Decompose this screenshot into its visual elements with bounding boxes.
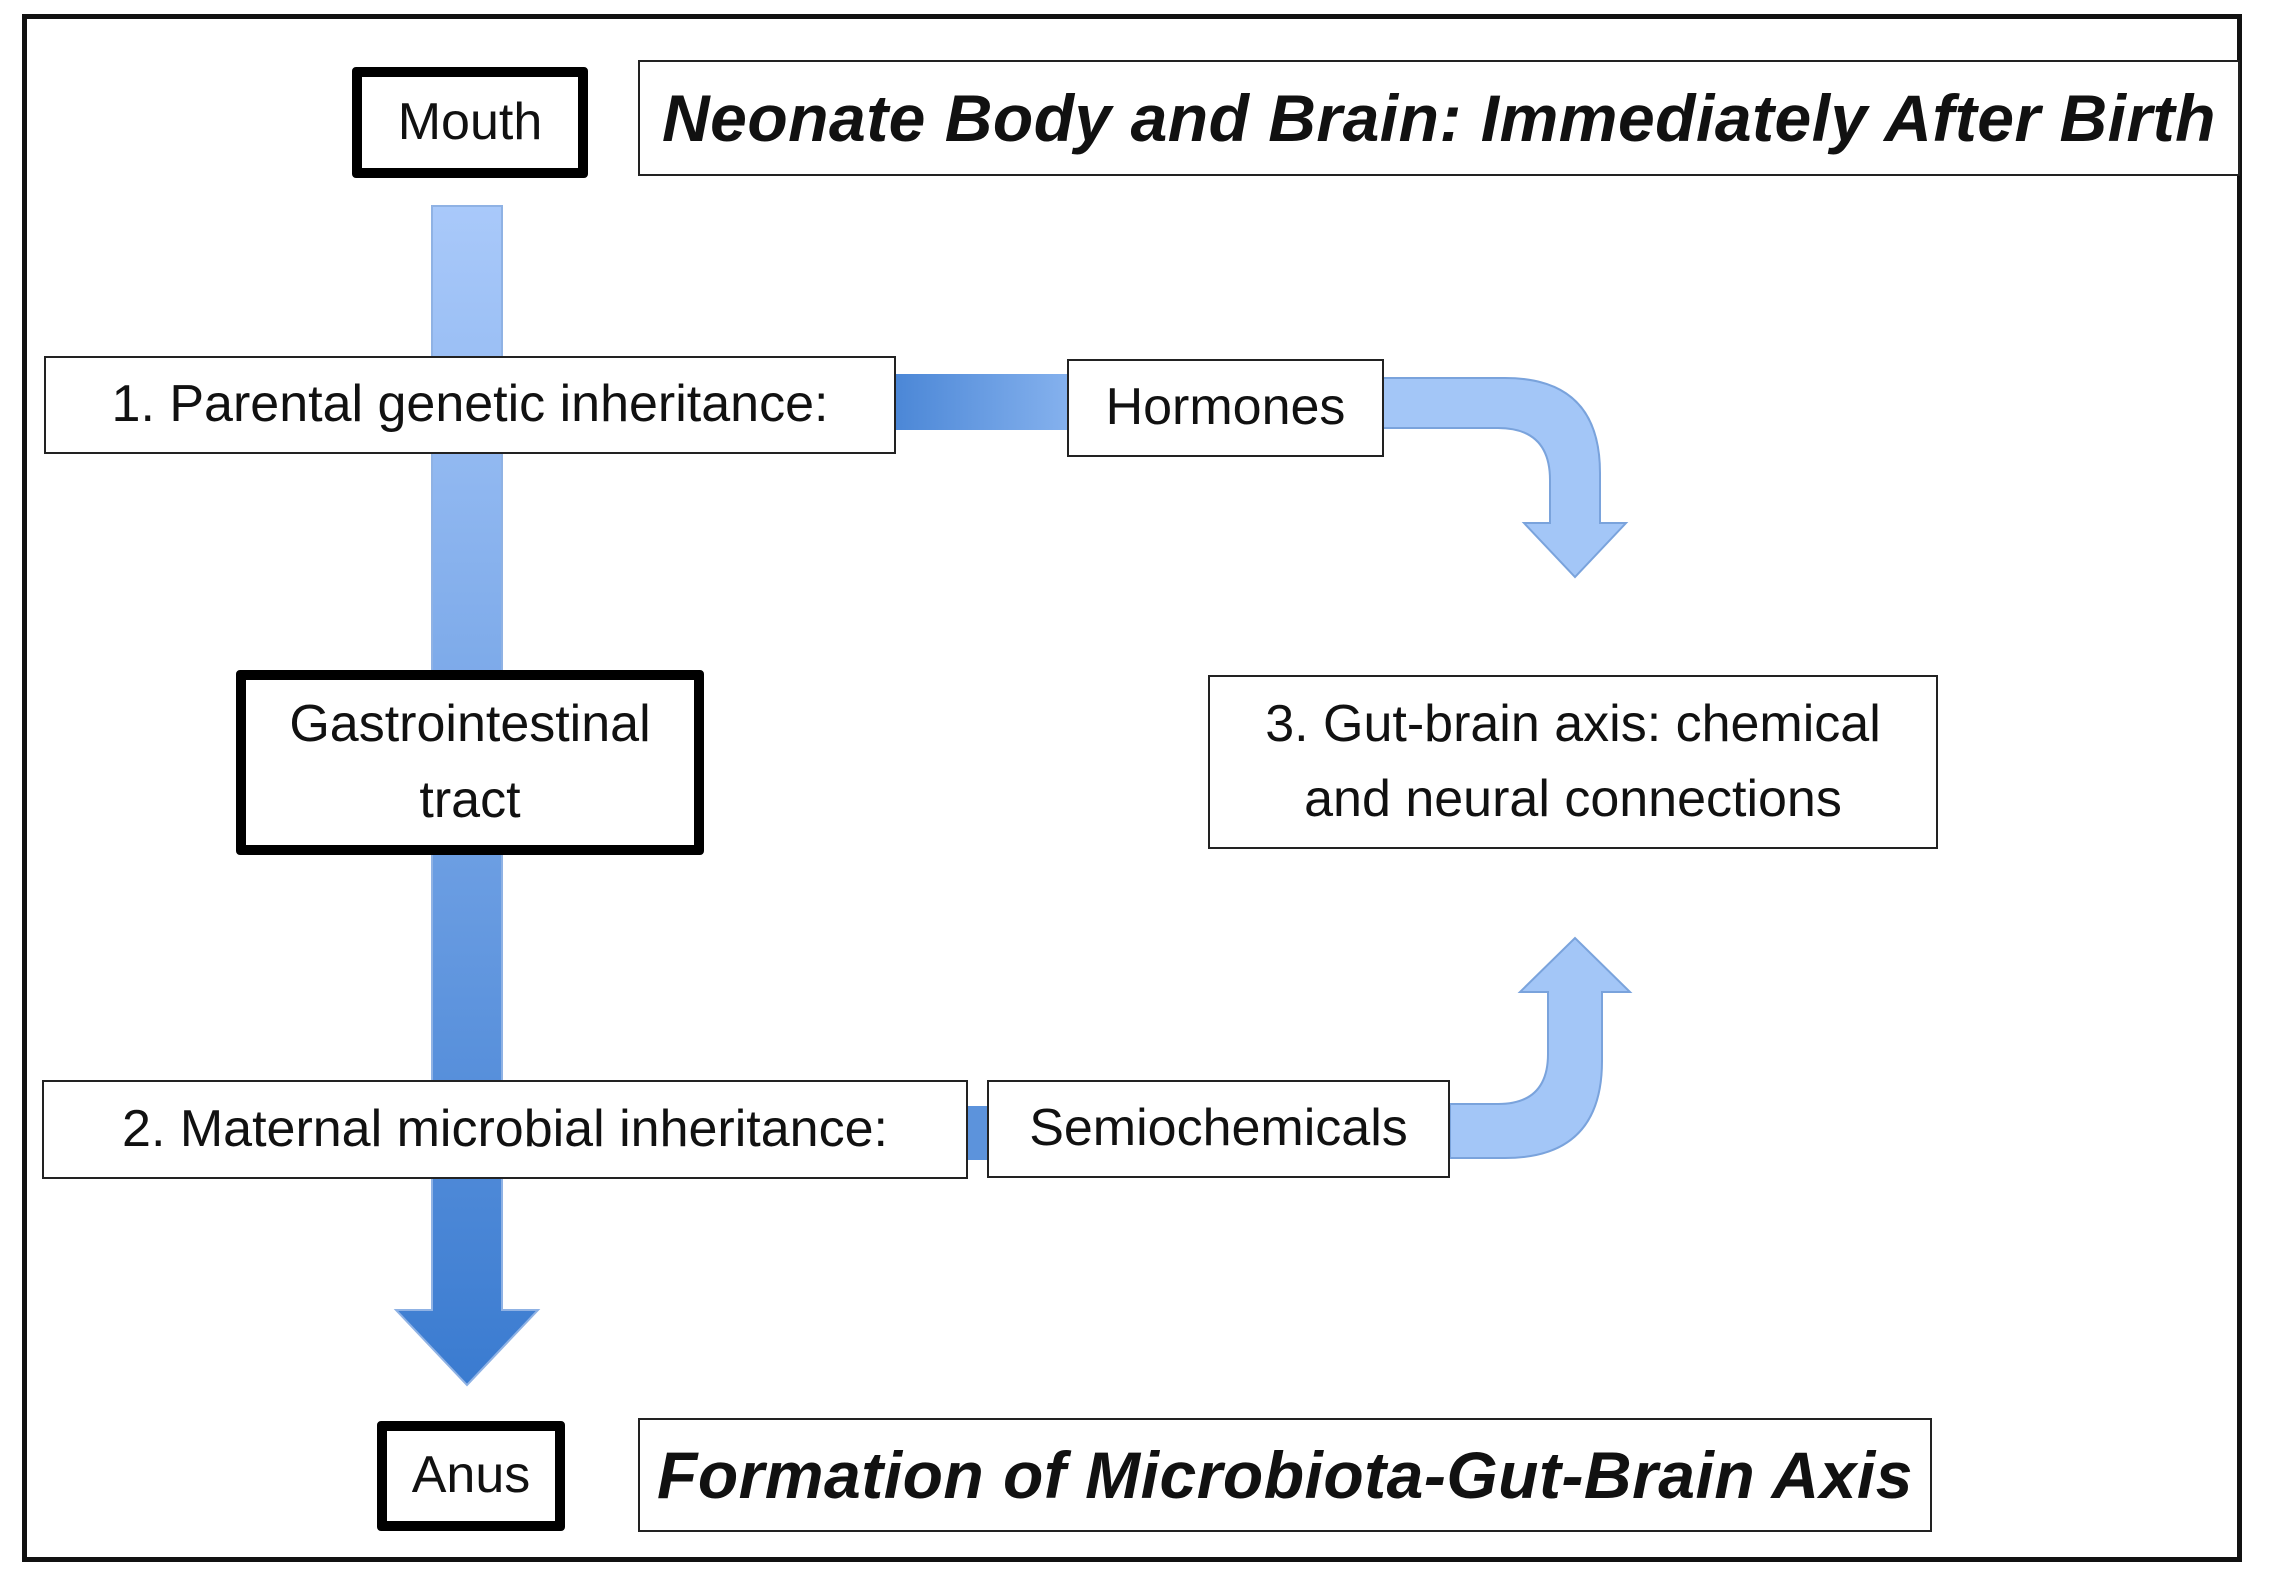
semiochemicals-box: Semiochemicals bbox=[987, 1080, 1450, 1178]
title-top-box: Neonate Body and Brain: Immediately Afte… bbox=[638, 60, 2240, 176]
anus-label: Anus bbox=[411, 1446, 531, 1505]
anus-box: Anus bbox=[377, 1421, 565, 1531]
parental-inheritance-label: 1. Parental genetic inheritance: bbox=[111, 375, 829, 434]
semiochemicals-label: Semiochemicals bbox=[1029, 1099, 1408, 1158]
gi-tract-label: Gastrointestinal tract bbox=[289, 695, 651, 829]
diagram-frame bbox=[22, 14, 2242, 1562]
parental-inheritance-box: 1. Parental genetic inheritance: bbox=[44, 356, 896, 454]
maternal-inheritance-box: 2. Maternal microbial inheritance: bbox=[42, 1080, 968, 1179]
mouth-label: Mouth bbox=[397, 92, 543, 151]
maternal-inheritance-label: 2. Maternal microbial inheritance: bbox=[122, 1099, 888, 1158]
hormones-arrow bbox=[1379, 377, 1629, 579]
gut-brain-axis-label: 3. Gut-brain axis: chemical and neural c… bbox=[1265, 694, 1881, 828]
title-top: Neonate Body and Brain: Immediately Afte… bbox=[662, 81, 2216, 155]
gut-brain-axis-box: 3. Gut-brain axis: chemical and neural c… bbox=[1208, 675, 1938, 849]
title-bottom: Formation of Microbiota-Gut-Brain Axis bbox=[657, 1438, 1913, 1512]
semiochemicals-arrow bbox=[1449, 936, 1633, 1159]
hormones-label: Hormones bbox=[1105, 378, 1346, 437]
title-bottom-box: Formation of Microbiota-Gut-Brain Axis bbox=[638, 1418, 1932, 1532]
gi-tract-box: Gastrointestinal tract bbox=[236, 670, 704, 855]
parental-connector bbox=[892, 374, 1072, 430]
hormones-box: Hormones bbox=[1067, 359, 1384, 457]
mouth-box: Mouth bbox=[352, 67, 588, 178]
